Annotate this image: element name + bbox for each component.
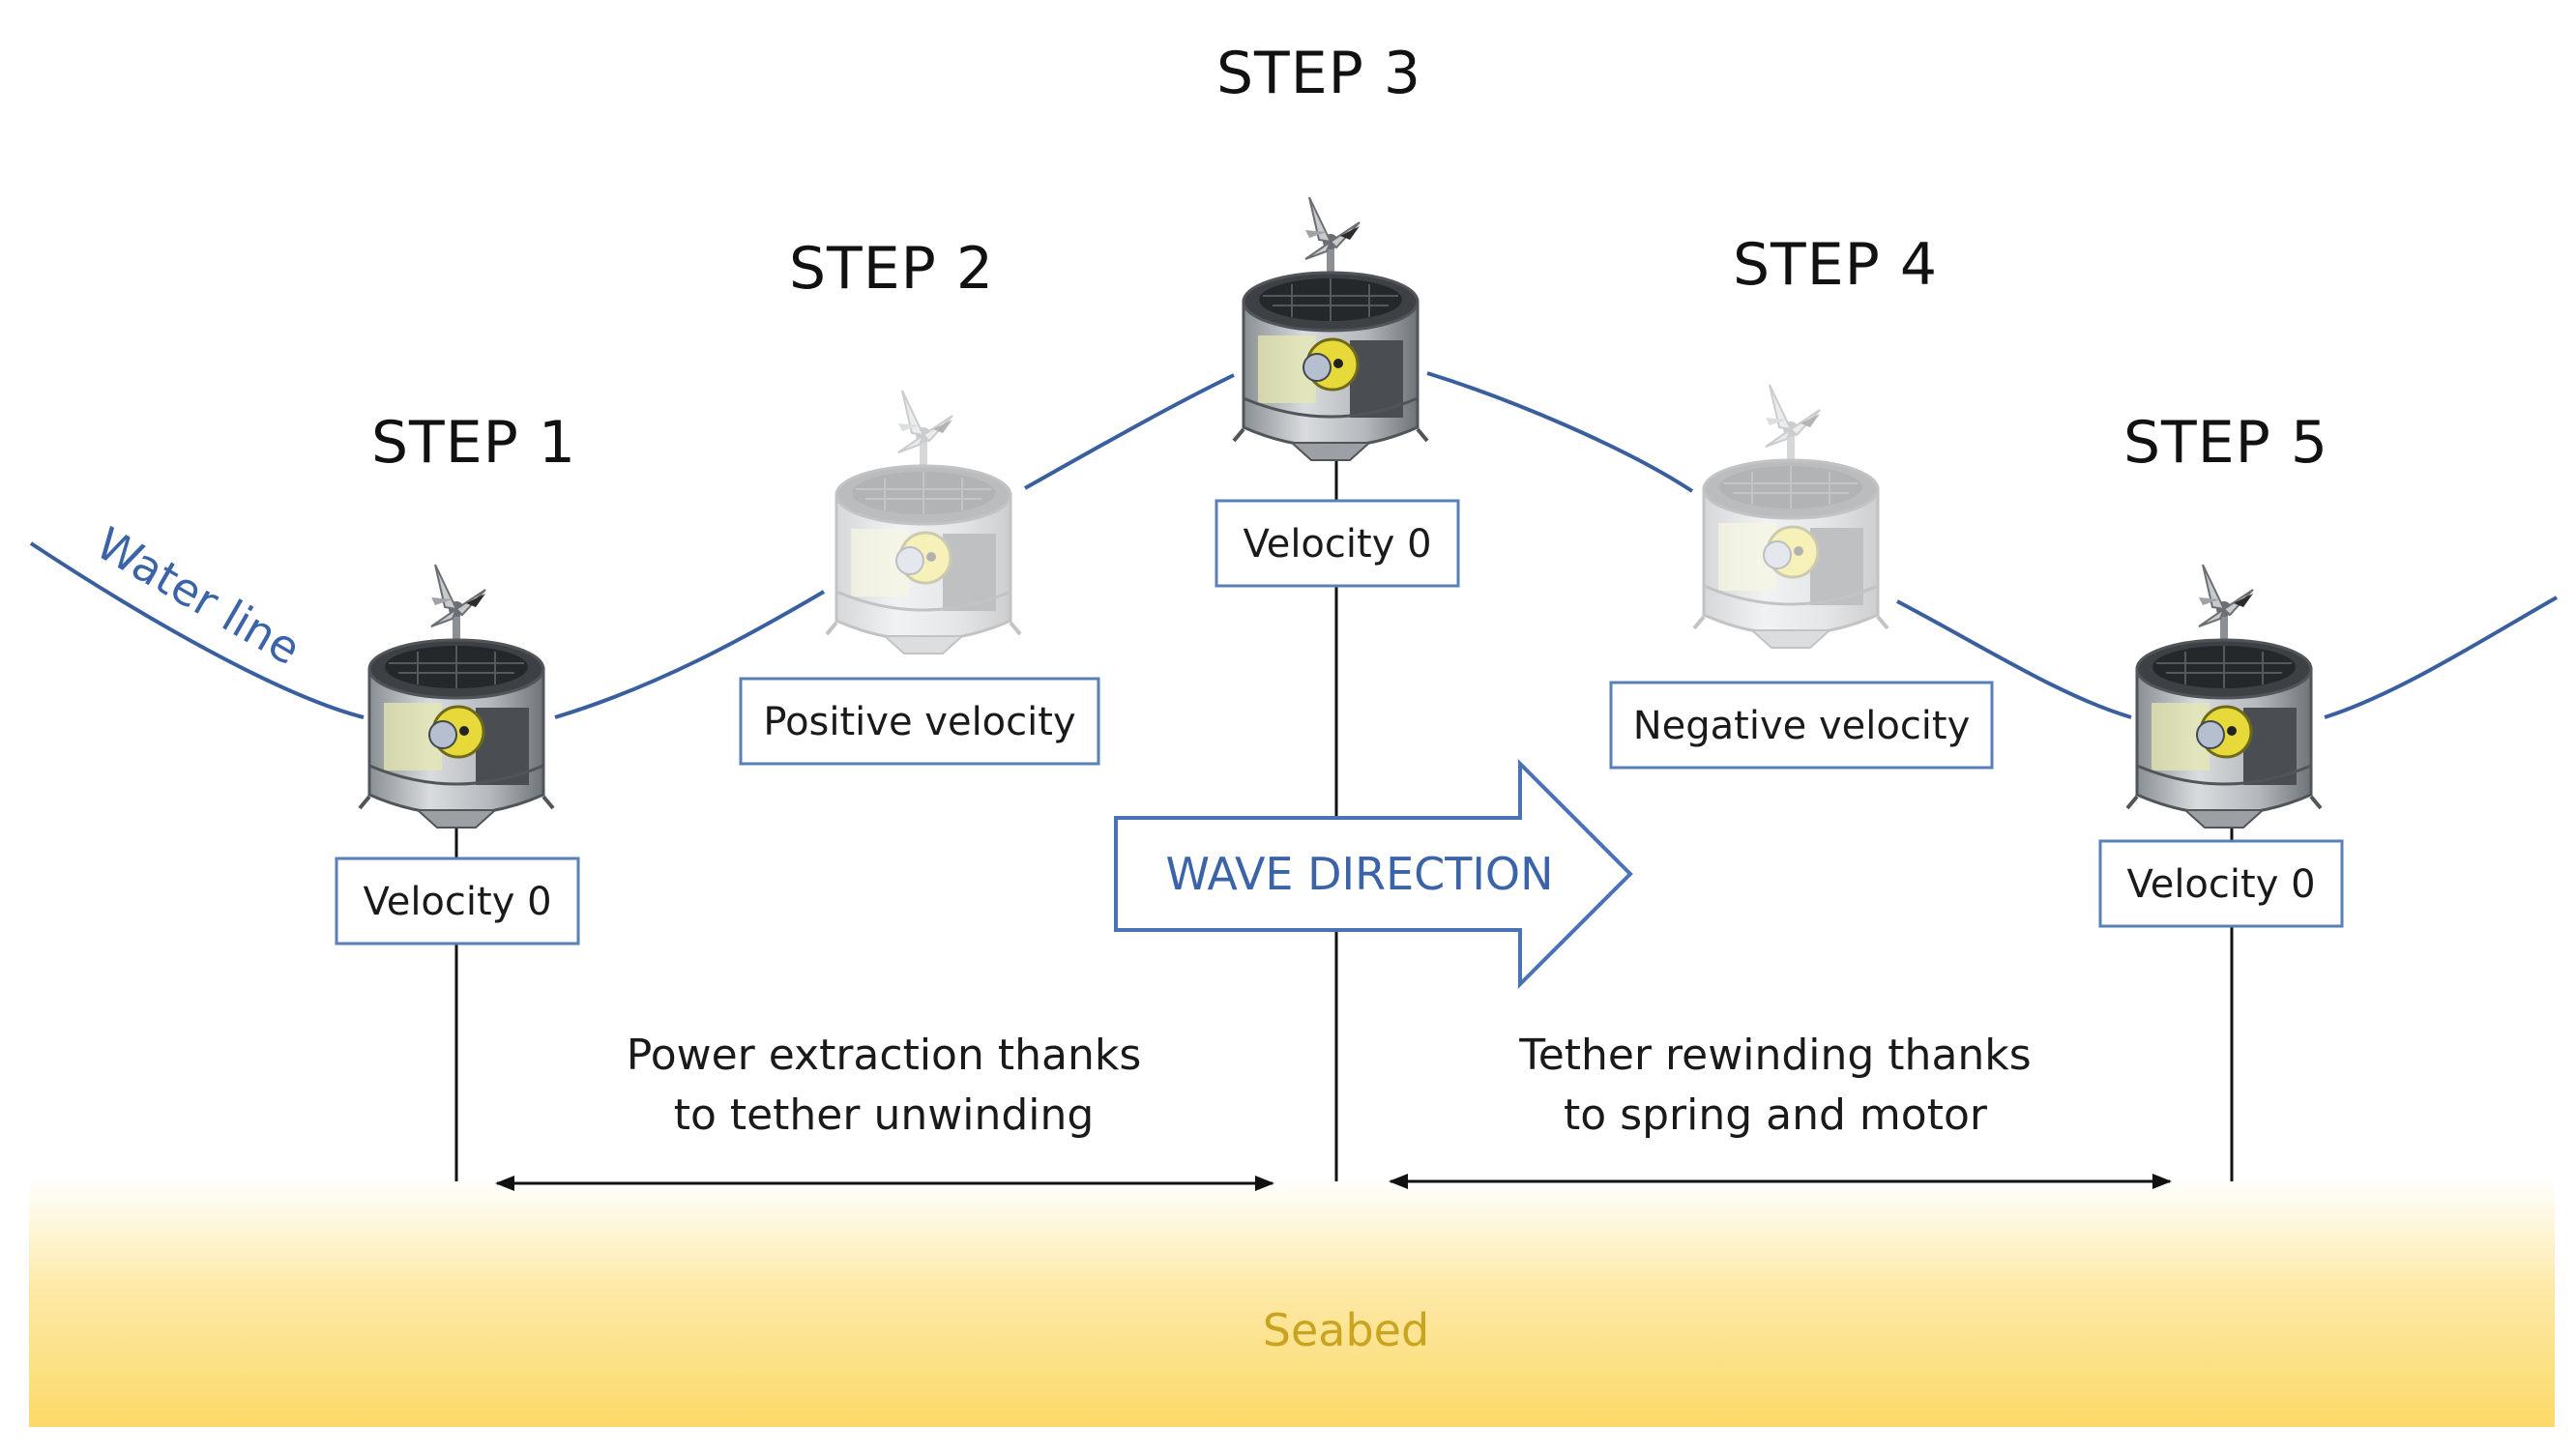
buoy-device-step-2	[827, 391, 1020, 654]
phase-note-rewinding-line-1: Tether rewinding thanks	[1518, 1031, 2031, 1080]
seabed-area	[29, 1179, 2555, 1427]
velocity-label-step-3: Velocity 0	[1243, 522, 1431, 567]
phase-note-extraction-line-2: to tether unwinding	[674, 1090, 1095, 1140]
velocity-label-step-2: Positive velocity	[763, 700, 1075, 744]
buoy-device-step-1	[360, 565, 553, 828]
step-5-title: STEP 5	[2123, 409, 2328, 477]
buoy-device-step-3	[1234, 197, 1427, 460]
wave-direction-label: WAVE DIRECTION	[1165, 848, 1553, 900]
seabed-label: Seabed	[1263, 1304, 1429, 1356]
phase-note-extraction-line-1: Power extraction thanks	[627, 1031, 1142, 1080]
velocity-box-step-2: Positive velocity	[739, 677, 1100, 766]
velocity-label-step-1: Velocity 0	[363, 880, 551, 924]
step-3-title: STEP 3	[1216, 40, 1421, 107]
velocity-box-step-1: Velocity 0	[335, 857, 580, 945]
velocity-label-step-4: Negative velocity	[1633, 704, 1971, 748]
buoy-device-step-5	[2127, 565, 2321, 828]
step-4-title: STEP 4	[1733, 231, 1938, 299]
velocity-box-step-3: Velocity 0	[1215, 499, 1460, 588]
water-line	[29, 371, 2558, 719]
velocity-box-step-4: Negative velocity	[1609, 681, 1994, 770]
buoy-device-step-4	[1694, 385, 1888, 648]
wave-direction-arrow: WAVE DIRECTION	[1114, 759, 1633, 989]
velocity-label-step-5: Velocity 0	[2126, 862, 2315, 907]
step-1-title: STEP 1	[371, 409, 576, 477]
water-line-label: Water line	[88, 517, 309, 676]
step-2-title: STEP 2	[789, 235, 994, 303]
phase-note-rewinding-line-2: to spring and motor	[1564, 1090, 1988, 1140]
velocity-box-step-5: Velocity 0	[2098, 839, 2344, 928]
